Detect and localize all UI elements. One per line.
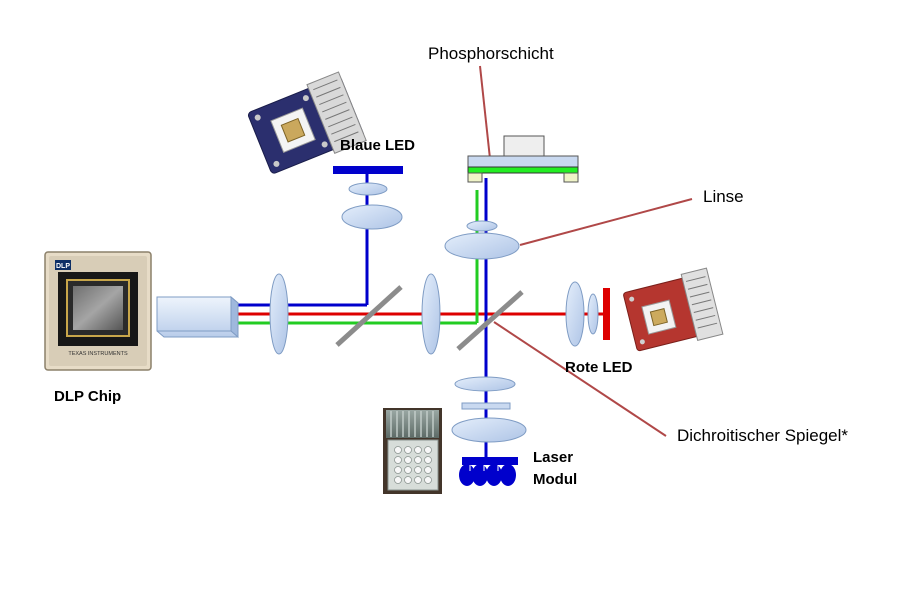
label-phosphor-layer: Phosphorschicht bbox=[428, 44, 554, 63]
phosphor-layer bbox=[467, 166, 579, 174]
dichroic-mirror-right bbox=[456, 290, 524, 351]
lenses bbox=[269, 182, 599, 443]
label-red-led: Rote LED bbox=[565, 359, 633, 376]
chip-maker-text: TEXAS INSTRUMENTS bbox=[68, 351, 128, 357]
lens-center-vertical bbox=[421, 273, 441, 355]
lens-laser-large bbox=[451, 417, 527, 443]
label-dichroic-mirror: Dichroitischer Spiegel* bbox=[677, 426, 849, 445]
leader-phosphor bbox=[479, 65, 492, 169]
laser-emitters bbox=[459, 457, 518, 486]
phosphor-substrate bbox=[467, 155, 579, 168]
light-integrator-box bbox=[156, 295, 239, 339]
leader-lines bbox=[479, 65, 693, 437]
label-laser-module-line2: Modul bbox=[533, 471, 578, 488]
laser-filter-plate bbox=[461, 402, 511, 410]
label-blue-led: Blaue LED bbox=[340, 137, 416, 154]
red-led-emitter-bar bbox=[603, 288, 610, 340]
lens-blue-led-small bbox=[348, 182, 388, 196]
leader-dichroic-mirror bbox=[493, 321, 667, 437]
label-dlp-chip: DLP Chip bbox=[54, 388, 122, 405]
chip-brand-text: DLP bbox=[56, 263, 70, 270]
leader-lens bbox=[519, 198, 693, 246]
dlp-chip-photo-icon: DLP TEXAS INSTRUMENTS bbox=[44, 251, 152, 371]
lens-red-led-small bbox=[587, 293, 599, 335]
blue-led-board-icon bbox=[247, 71, 367, 174]
lens-blue-led-large bbox=[341, 204, 403, 230]
phosphor-holder-left bbox=[467, 172, 483, 183]
phosphor-holder-right bbox=[563, 172, 579, 183]
phosphor-motor bbox=[503, 135, 545, 157]
laser-module-photo-icon bbox=[383, 408, 442, 494]
label-laser-module-line1: Laser bbox=[533, 449, 574, 466]
label-lens: Linse bbox=[703, 187, 744, 206]
lens-red-led-large bbox=[565, 281, 585, 347]
lens-phosphor-small bbox=[466, 220, 498, 232]
red-led-board-icon bbox=[623, 267, 724, 352]
phosphor-assembly bbox=[467, 135, 579, 183]
lens-phosphor-large bbox=[444, 232, 520, 260]
lens-left-vertical bbox=[269, 273, 289, 355]
blue-led-emitter-bar bbox=[333, 166, 403, 174]
lens-laser-small bbox=[454, 376, 516, 392]
dichroic-mirror-left bbox=[335, 285, 403, 347]
